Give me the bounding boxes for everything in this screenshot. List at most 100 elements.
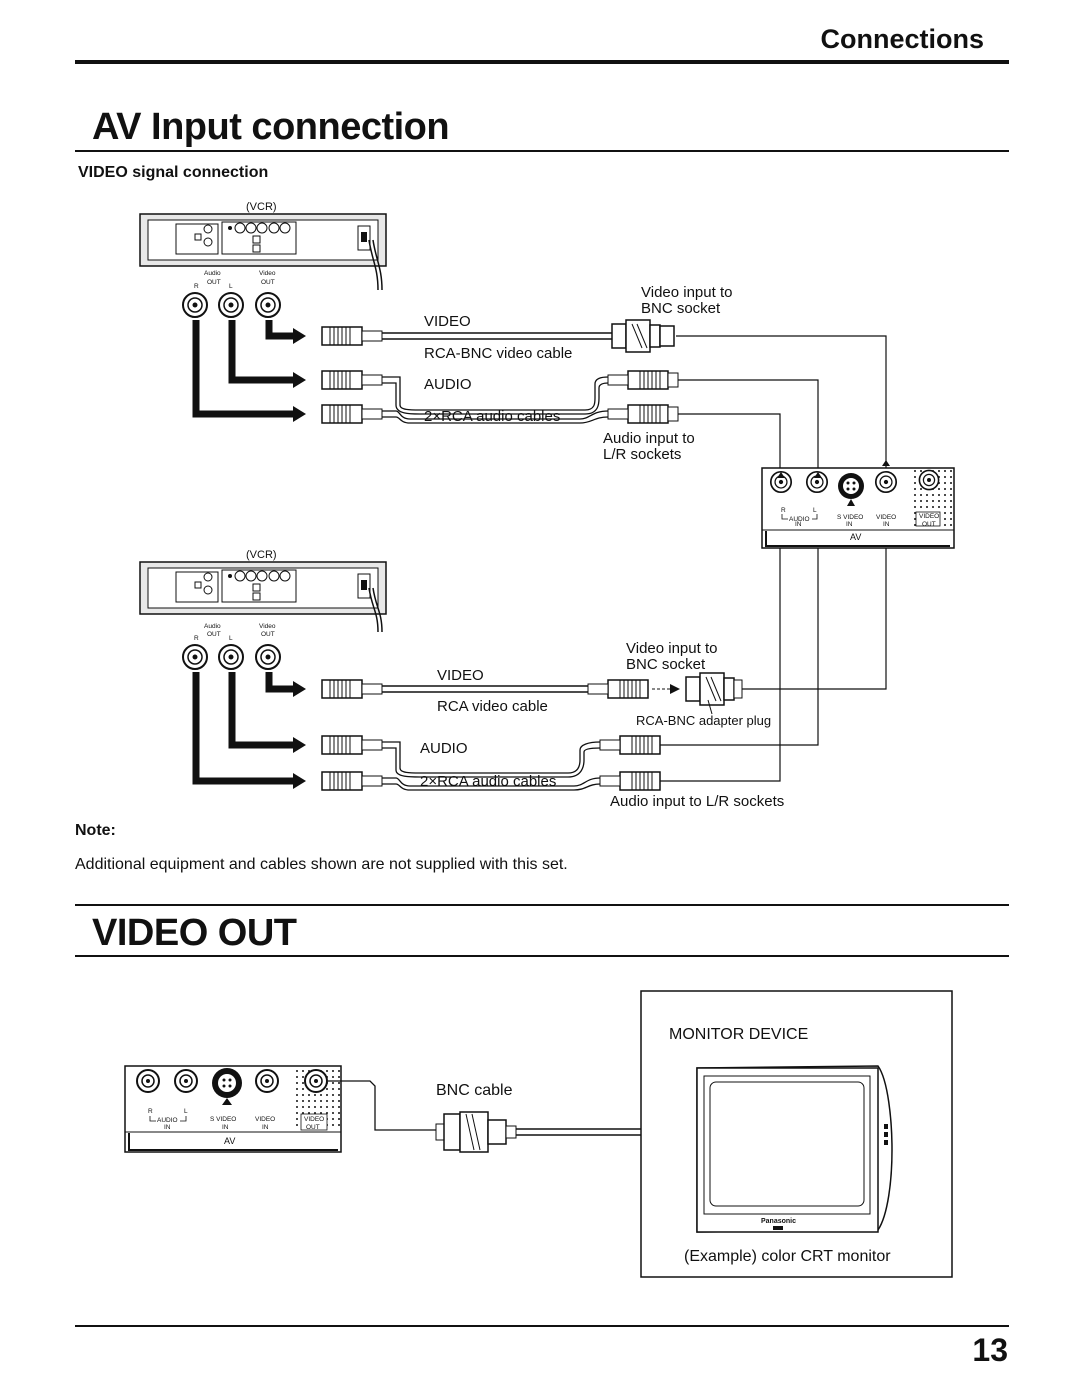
bottom-out1-label: OUT [207, 631, 221, 638]
top-video-rca-plug [321, 326, 383, 346]
vo-video-out-label: VIDEO [304, 1116, 324, 1123]
panel-in1-label: IN [795, 521, 802, 528]
top-r-label: R [194, 283, 199, 290]
panel-in3-label: IN [883, 521, 890, 528]
monitor-example-label: (Example) color CRT monitor [684, 1248, 891, 1265]
vo-video-out-socket [304, 1069, 328, 1093]
av-input-panel: R L AUDIO S VIDEO VIDEO VIDEO IN IN IN O… [761, 467, 955, 549]
top-video-wire [676, 335, 887, 478]
panel-video-out-socket [918, 469, 940, 491]
video-out-top-rule [75, 904, 1009, 906]
panel-s-video-label: S VIDEO [837, 514, 863, 521]
bottom-vcr-label: (VCR) [246, 549, 277, 561]
vo-audio-r-jack [136, 1069, 160, 1093]
top-video-out-label: Video [259, 270, 276, 277]
bottom-r-label: R [194, 635, 199, 642]
title-rule [75, 150, 1009, 152]
bottom-video-rca-plug [321, 679, 383, 699]
top-video-input-label-2: BNC socket [641, 300, 721, 317]
bottom-video-label: VIDEO [437, 667, 484, 684]
top-audio-l-jack [218, 292, 244, 318]
panel-l-label: L [813, 507, 817, 514]
bottom-video-out-label: Video [259, 623, 276, 630]
bottom-video-input-label-1: Video input to [626, 640, 717, 657]
bottom-vcr-device [139, 561, 387, 615]
panel-video-in-socket [874, 470, 898, 494]
bnc-cable-plug [435, 1111, 517, 1153]
top-audio-r-dest-plug [607, 404, 669, 424]
bottom-audio-l-jack [218, 644, 244, 670]
video-out-title: VIDEO OUT [92, 912, 297, 954]
video-signal-subtitle: VIDEO signal connection [78, 164, 269, 181]
bottom-audio-cables-label: 2×RCA audio cables [420, 773, 556, 790]
note-label: Note: [75, 822, 116, 839]
top-vcr-device [139, 213, 387, 267]
rca-bnc-adapter [685, 672, 735, 706]
vo-in1-label: IN [164, 1124, 171, 1131]
panel-video-label: VIDEO [876, 514, 896, 521]
top-video-jack [255, 292, 281, 318]
bottom-audio-r-dest-plug [599, 771, 661, 791]
vo-audio-l-jack [174, 1069, 198, 1093]
top-audio-r-wire [678, 413, 781, 478]
bottom-audio-l-wire [660, 548, 819, 746]
panel-audio-label: AUDIO [789, 516, 810, 523]
bottom-audio-label: AUDIO [420, 740, 468, 757]
monitor-device-label: MONITOR DEVICE [669, 1026, 808, 1043]
video-out-diagram: R L AUDIO S VIDEO VIDEO VIDEO IN IN IN O… [124, 990, 953, 1278]
top-video-label: VIDEO [424, 313, 471, 330]
top-audio-l-dest-plug [607, 370, 669, 390]
top-vcr-power-cord [368, 239, 379, 291]
top-bnc-plug [611, 319, 661, 353]
vo-video-label: VIDEO [255, 1116, 275, 1123]
top-l-label: L [229, 283, 233, 290]
bottom-out2-label: OUT [261, 631, 275, 638]
header-rule [75, 60, 1009, 64]
bottom-vcr-power-cord [368, 587, 379, 633]
top-audio-r-plug [321, 404, 383, 424]
bnc-cable-label: BNC cable [436, 1082, 513, 1099]
top-audio-out-label: Audio [204, 270, 221, 277]
bottom-audio-l-dest-plug [599, 735, 661, 755]
section-header: Connections [820, 24, 984, 54]
crt-monitor: Panasonic [696, 1065, 893, 1233]
top-audio-r-jack [182, 292, 208, 318]
bottom-adapter-label: RCA-BNC adapter plug [636, 713, 771, 728]
panel-out-label: OUT [922, 521, 936, 528]
bnc-cable-wire [328, 1080, 440, 1131]
footer-rule [75, 1325, 1009, 1327]
top-audio-cables-label: 2×RCA audio cables [424, 408, 560, 425]
top-audio-l-wire [678, 379, 819, 478]
bottom-video-jack [255, 644, 281, 670]
monitor-brand: Panasonic [761, 1218, 796, 1225]
vo-s-video-label: S VIDEO [210, 1116, 236, 1123]
bottom-video-arrow [265, 672, 295, 693]
bottom-l-label: L [229, 635, 233, 642]
bottom-audio-r-jack [182, 644, 208, 670]
bottom-audio-l-arrow [228, 672, 295, 749]
bottom-video-dest-plug [587, 679, 649, 699]
top-audio-r-arrow [192, 320, 295, 418]
top-audio-input-label-2: L/R sockets [603, 446, 681, 463]
top-audio-l-arrow [228, 320, 295, 384]
vo-in2-label: IN [222, 1124, 229, 1131]
vo-av-label: AV [224, 1136, 235, 1146]
bottom-video-wire [742, 548, 887, 690]
bottom-audio-l-plug [321, 735, 383, 755]
vo-r-label: R [148, 1108, 153, 1115]
panel-r-label: R [781, 507, 786, 514]
bottom-audio-r-plug [321, 771, 383, 791]
page-number: 13 [972, 1332, 1008, 1368]
panel-av-label: AV [850, 532, 861, 542]
video-out-bottom-rule [75, 955, 1009, 957]
av-input-title: AV Input connection [92, 106, 450, 148]
note-text: Additional equipment and cables shown ar… [75, 856, 568, 873]
vo-l-label: L [184, 1108, 188, 1115]
top-video-arrow [265, 320, 295, 340]
bottom-audio-input-label: Audio input to L/R sockets [610, 793, 784, 810]
top-audio-input-label-1: Audio input to [603, 430, 695, 447]
panel-in2-label: IN [846, 521, 853, 528]
vo-out-label: OUT [306, 1124, 320, 1131]
top-out2-label: OUT [261, 279, 275, 286]
top-vcr-label: (VCR) [246, 201, 277, 213]
